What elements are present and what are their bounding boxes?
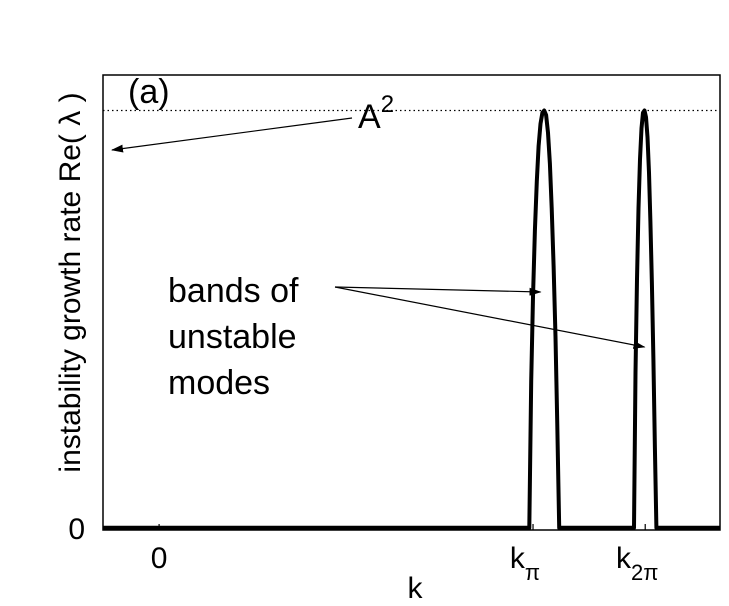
- y-tick-label: 0: [68, 513, 85, 546]
- x-tick-label: kπ: [510, 542, 540, 585]
- annotation-amplitude-squared: A2: [111, 91, 394, 153]
- annotation-a-superscript: 2: [381, 91, 394, 118]
- annotation-bands: bands of unstable modes: [168, 272, 646, 402]
- x-tick-label: 0: [151, 542, 168, 575]
- growth-rate-curve: [103, 108, 720, 530]
- plot-area-border: [102, 74, 721, 531]
- annotation-bands-line-1: bands of: [168, 272, 299, 310]
- arrow-to-reference-line: [111, 117, 353, 153]
- x-axis-label: k: [408, 572, 424, 605]
- annotation-a: A: [358, 98, 381, 136]
- annotation-bands-line-2: unstable: [168, 318, 297, 356]
- annotation-bands-line-3: modes: [168, 364, 270, 402]
- arrow-to-first-band: [334, 286, 542, 296]
- y-axis-label: instability growth rate Re( λ ): [54, 92, 87, 472]
- svg-text:A2: A2: [358, 91, 394, 136]
- arrow-to-second-band: [334, 286, 646, 349]
- panel-label: (a): [128, 73, 170, 111]
- y-axis-ticks: 0: [68, 513, 85, 546]
- axes-frame: [102, 74, 721, 531]
- x-axis-ticks: 0 kπ k2π: [151, 524, 658, 585]
- x-tick-label: k2π: [616, 542, 658, 585]
